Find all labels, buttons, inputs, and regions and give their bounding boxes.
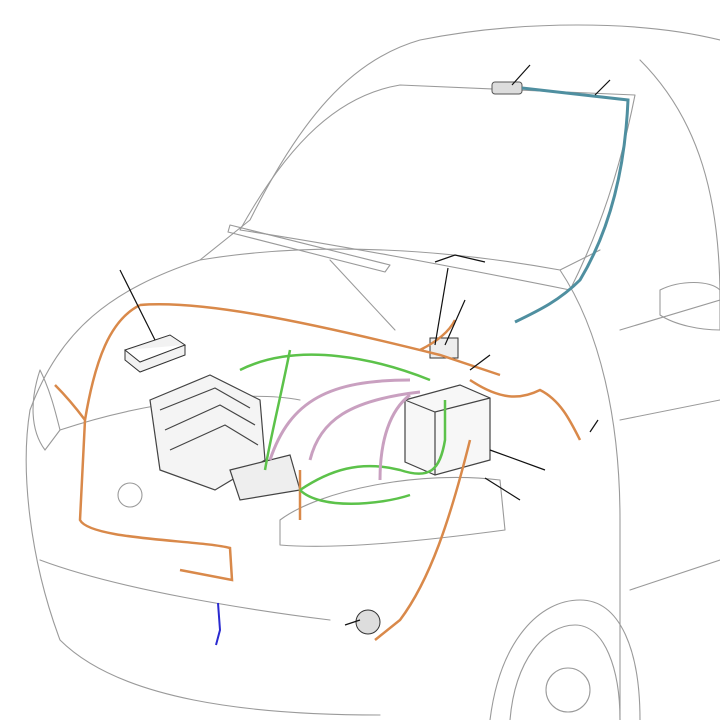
battery-cables [268, 378, 421, 481]
main-harness [54, 302, 582, 641]
engine-block [149, 374, 301, 501]
wiper [227, 224, 396, 331]
horn [355, 609, 381, 635]
blue-wire-symbol [215, 602, 222, 646]
engine-harness [239, 349, 447, 505]
leader-lines [119, 64, 611, 626]
windshield [239, 84, 636, 291]
battery [404, 384, 491, 476]
wheel [489, 599, 641, 720]
roof-harness [514, 86, 630, 324]
headlamp-right [279, 476, 506, 547]
roof-antenna-module [491, 81, 523, 95]
headlamp-left [32, 369, 143, 508]
ecu-module [123, 334, 187, 373]
